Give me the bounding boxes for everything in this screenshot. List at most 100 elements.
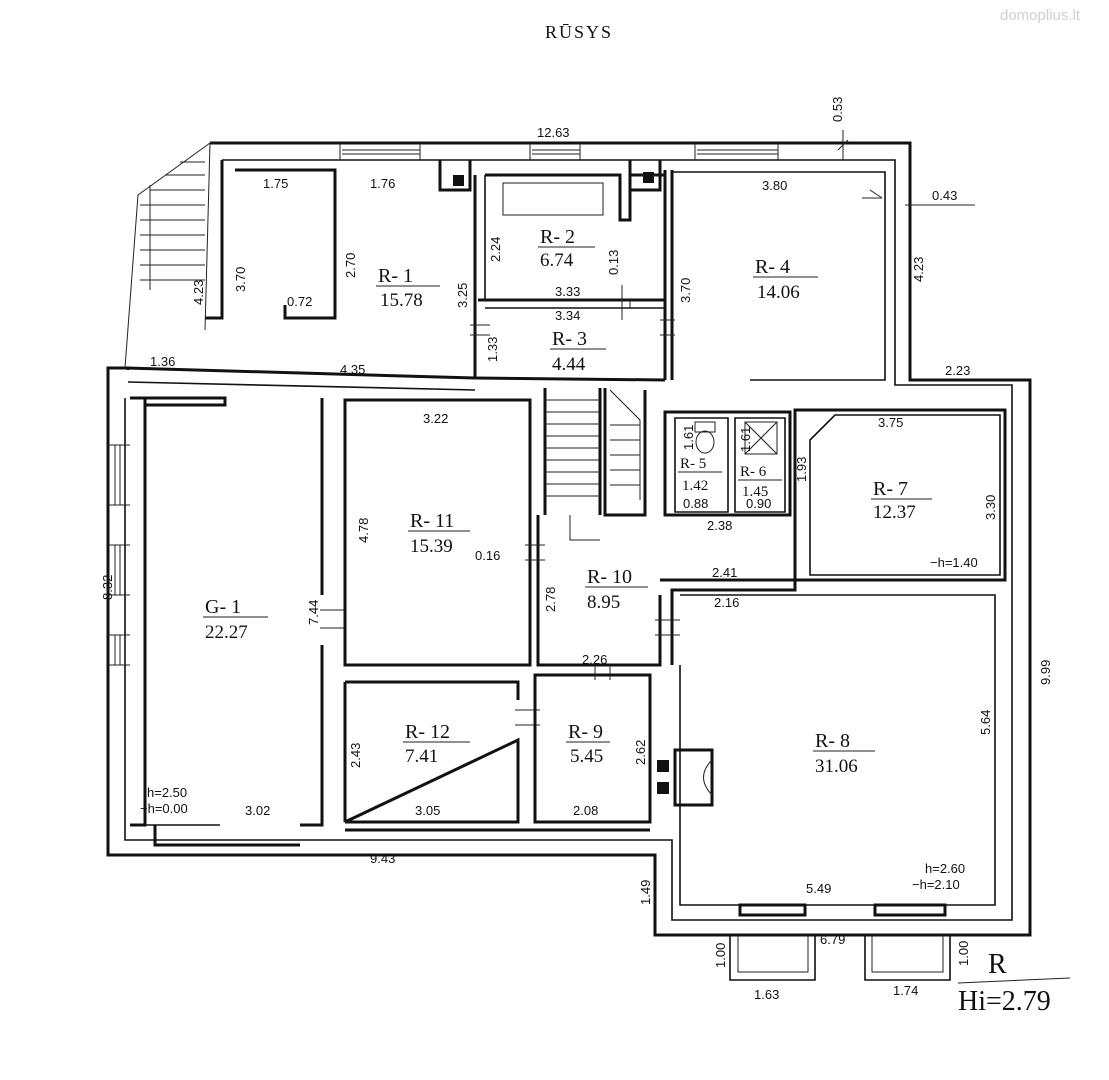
legend: R Hi=2.79 [957,949,1071,1017]
dim-r6-right-h: 1.93 [794,457,809,482]
dim-r1-top-left: 1.75 [263,176,288,191]
dim-top-wall: 0.53 [830,97,845,122]
dim-r12-bottom: 3.05 [415,803,440,818]
room-label-r4: R- 4 [755,256,790,278]
legend-height: Hi=2.79 [958,986,1051,1017]
room-area-r11: 15.39 [410,536,453,557]
dim-r11-top: 3.22 [423,411,448,426]
room-area-r10: 8.95 [587,592,620,613]
dim-r3-top: 3.34 [555,308,580,323]
room-label-r10: R- 10 [587,566,632,588]
dim-bottom-width: 9.43 [370,851,395,866]
dim-r1-bottom: 4.35 [340,362,365,377]
room-label-r7: R- 7 [873,478,908,500]
lower-rooms-walls [108,396,1007,917]
dim-r10-right-top: 2.41 [712,565,737,580]
dimensions-vertical: 0.53 2.70 3.70 4.23 3.25 2.24 0.13 1.33 … [100,97,1053,968]
dim-r1-notch: 0.72 [287,294,312,309]
dim-pit-left-width: 1.63 [754,987,779,1002]
room-area-r9: 5.45 [570,746,603,767]
room-label-r2: R- 2 [540,226,575,248]
dim-r8-outer-bottom: 6.79 [820,932,845,947]
window-pits [729,935,951,981]
dim-r7-top: 3.75 [878,415,903,430]
room-label-g1: G- 1 [205,596,241,618]
room-area-r1: 15.78 [380,290,423,311]
r8-floor-height: −h=2.10 [912,877,960,892]
inner-stairs [543,388,647,541]
room-area-r12: 7.41 [405,746,438,767]
dim-g1-bottom: 3.02 [245,803,270,818]
r8-height: h=2.60 [925,861,965,876]
dim-r2-left-h: 2.24 [488,237,503,262]
dim-left-stair-h: 4.23 [191,280,206,305]
dim-step-h: 1.49 [638,880,653,905]
dim-r1-inner-h: 2.70 [343,253,358,278]
dim-r3-left-h: 1.33 [485,337,500,362]
room-label-r5: R- 5 [680,456,706,472]
dim-r2-wall: 0.13 [606,250,621,275]
dim-r8-right-h: 5.64 [978,710,993,735]
dim-r6-height: 1.61 [738,427,753,452]
dim-r1-left-h: 3.70 [233,267,248,292]
height-notes: h=2.50 −h=0.00 −h=1.40 h=2.60 −h=2.10 [140,555,978,892]
dim-r10-left-h: 2.78 [543,587,558,612]
outside-stairs [124,142,211,369]
dim-r2-bottom: 3.33 [555,284,580,299]
room-area-r3: 4.44 [552,354,586,375]
dim-pit-right-h: 1.00 [956,941,971,966]
g1-height: h=2.50 [147,785,187,800]
dim-r9-bottom: 2.08 [573,803,598,818]
dim-r1-top-right: 1.76 [370,176,395,191]
legend-letter: R [988,949,1007,980]
watermark: domoplius.lt [1000,7,1081,24]
upper-rooms-walls [205,143,886,382]
dim-pit-right-width: 1.74 [893,983,918,998]
dim-left-bottom: 1.36 [150,354,175,369]
room-area-r5: 1.42 [682,478,708,494]
dim-r4-top: 3.80 [762,178,787,193]
outer-walls [106,141,1032,937]
dim-r6-width: 0.90 [746,496,771,511]
room-label-r8: R- 8 [815,730,850,752]
dim-r7-right-h: 3.30 [983,495,998,520]
room-area-r7: 12.37 [873,502,916,523]
dim-r4-left-h: 3.70 [678,278,693,303]
room-area-r4: 14.06 [757,282,800,303]
dim-r5-width: 0.88 [683,496,708,511]
dim-r9-right-h: 2.62 [633,740,648,765]
dim-r8-top: 2.16 [714,595,739,610]
room-label-r9: R- 9 [568,721,603,743]
room-label-r12: R- 12 [405,721,450,743]
r7-floor-height: −h=1.40 [930,555,978,570]
dim-g1-right-h: 7.44 [306,600,321,625]
room-area-r2: 6.74 [540,250,574,271]
plan-title: RŪSYS [545,22,613,42]
dim-r5-height: 1.61 [681,425,696,450]
room-area-r6: 1.45 [742,484,768,500]
dim-top-width: 12.63 [537,125,570,140]
g1-floor-height: −h=0.00 [140,801,188,816]
room-area-r8: 31.06 [815,756,858,777]
room-labels: R- 1 15.78 R- 2 6.74 R- 3 4.44 R- 4 14.0… [203,226,932,777]
dim-r4-right-h: 4.23 [911,257,926,282]
dim-right-step: 2.23 [945,363,970,378]
dim-right-wall: 0.43 [932,188,957,203]
room-label-r1: R- 1 [378,265,413,287]
dim-r11-left-h: 4.78 [356,518,371,543]
dim-r11-wall: 0.16 [475,548,500,563]
room-label-r3: R- 3 [552,328,587,350]
dim-r8-bottom: 5.49 [806,881,831,896]
room-label-r11: R- 11 [410,510,454,532]
dim-g1-left-h: 8.32 [100,575,115,600]
dim-outer-right-h: 9.99 [1038,660,1053,685]
room-area-g1: 22.27 [205,622,248,643]
dim-pit-left-h: 1.00 [713,943,728,968]
dimensions-horizontal: 12.63 1.75 1.76 0.72 1.36 4.35 3.33 3.34… [150,125,970,1002]
dim-r56-total: 2.38 [707,518,732,533]
dim-r9-top: 2.26 [582,652,607,667]
room-label-r6: R- 6 [740,464,767,480]
dimension-ticks [621,130,975,320]
dim-r1-right-h: 3.25 [455,283,470,308]
